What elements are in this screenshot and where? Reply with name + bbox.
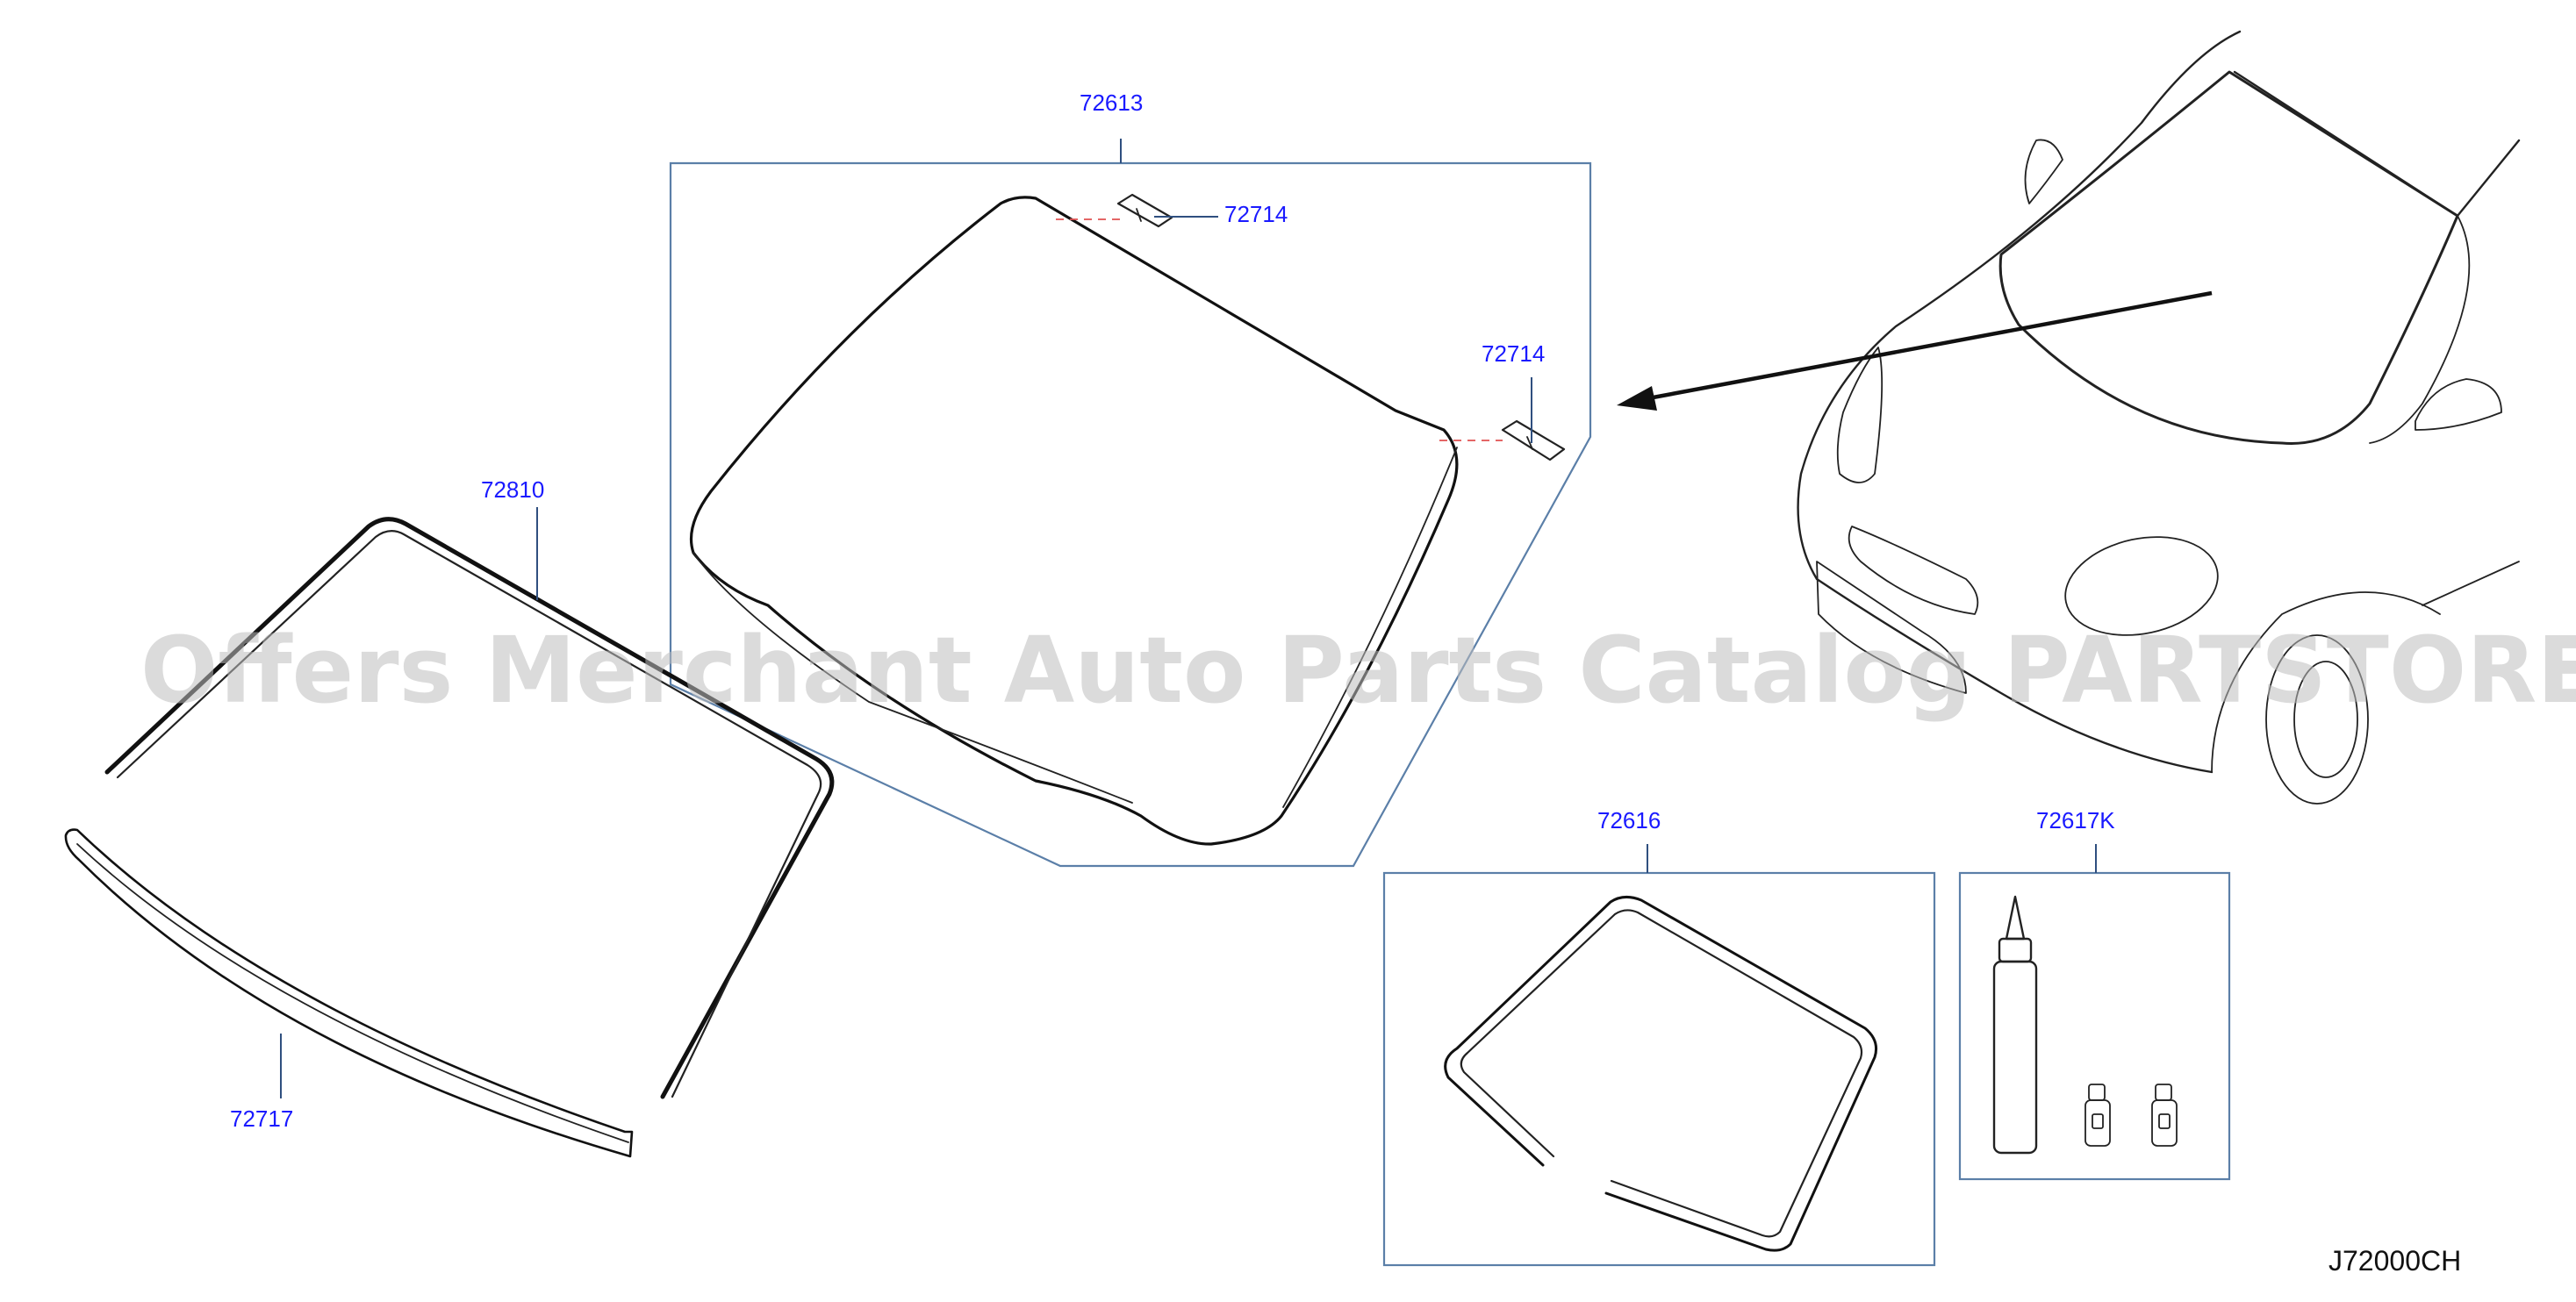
adhesive-kit-frame xyxy=(1958,871,2231,1181)
lower-molding-group: 72717 xyxy=(64,828,634,1158)
windshield-glass[interactable] xyxy=(689,196,1459,846)
car-wheel-arch xyxy=(2211,591,2441,773)
part-label-72714-top[interactable]: 72714 xyxy=(1224,201,1288,227)
windshield-assembly-group: 72613 72714 72714 xyxy=(669,89,1592,868)
car-wheel xyxy=(2265,634,2369,805)
car-roof-line xyxy=(2233,70,2521,218)
dam-rubber[interactable] xyxy=(1444,896,1878,1252)
car-side-line xyxy=(2422,561,2520,606)
car-windshield[interactable] xyxy=(1998,70,2459,445)
clip-right[interactable] xyxy=(1439,377,1566,461)
part-label-72714-right[interactable]: 72714 xyxy=(1482,340,1545,367)
outer-seal[interactable] xyxy=(104,517,835,1099)
outer-seal-group: 72810 xyxy=(104,476,835,1099)
car-bumper xyxy=(1848,526,1979,615)
adhesive-tube[interactable] xyxy=(1992,895,2038,1155)
car-mirror-right xyxy=(2415,378,2502,431)
lower-molding[interactable] xyxy=(64,828,634,1158)
primer-bottle-left[interactable] xyxy=(2084,1084,2111,1147)
location-arrow xyxy=(1617,290,2213,411)
part-label-72717[interactable]: 72717 xyxy=(230,1105,293,1132)
dam-rubber-inner xyxy=(1460,909,1863,1238)
car-fog-light xyxy=(2064,536,2219,636)
adhesive-kit-group: 72617K xyxy=(1958,807,2231,1181)
part-label-72617K[interactable]: 72617K xyxy=(2036,807,2115,833)
car-body-outline xyxy=(1797,30,2242,774)
part-label-72810[interactable]: 72810 xyxy=(481,476,544,503)
lower-molding-edge xyxy=(76,843,629,1143)
car-headlight xyxy=(1836,347,1884,483)
dam-rubber-frame xyxy=(1382,871,1936,1267)
primer-bottle-right[interactable] xyxy=(2151,1084,2178,1147)
part-label-72613[interactable]: 72613 xyxy=(1080,89,1143,116)
car-mirror-left xyxy=(2024,139,2063,204)
windshield-frame xyxy=(669,161,1592,868)
car-a-pillar xyxy=(2369,215,2471,444)
dam-rubber-group: 72616 xyxy=(1382,807,1936,1267)
diagram-code: J72000CH xyxy=(2328,1245,2461,1277)
car-wheel-hub xyxy=(2293,661,2358,778)
car-front-illustration xyxy=(1797,30,2521,805)
car-grille xyxy=(1816,561,1967,694)
watermark-text: Offers Merchant Auto Parts Catalog PARTS… xyxy=(140,617,2576,724)
windshield-right-edge xyxy=(1282,447,1458,808)
windshield-lower-edge xyxy=(692,552,1133,804)
part-label-72616[interactable]: 72616 xyxy=(1597,807,1661,833)
clip-top[interactable] xyxy=(1056,193,1218,228)
outer-seal-inner-edge xyxy=(116,530,822,1098)
